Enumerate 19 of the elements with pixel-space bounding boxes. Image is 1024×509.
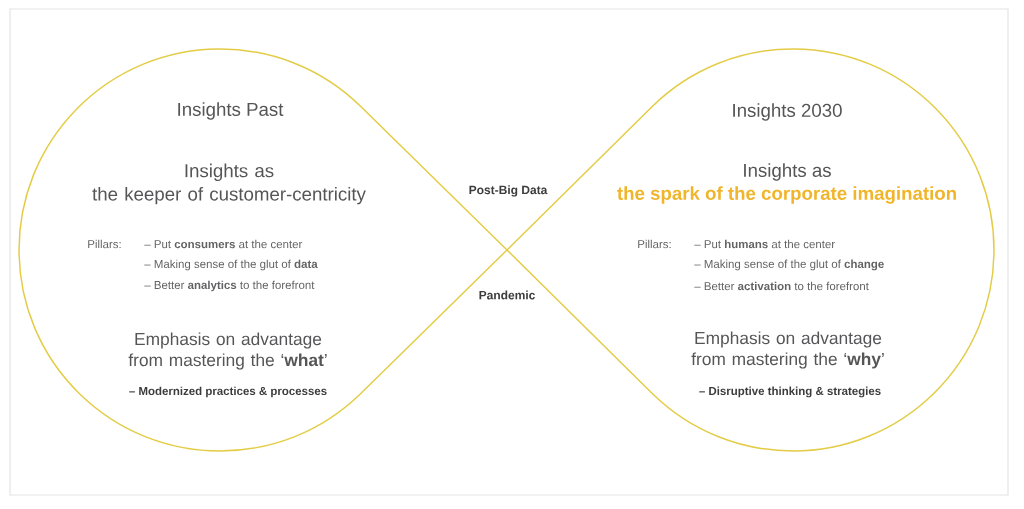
list-item: – Making sense of the glut of data (144, 259, 318, 271)
list-item: – Put consumers at the center (144, 239, 303, 249)
pillars-label: Pillars: (638, 239, 671, 249)
emphasis-text: Emphasis on advantage from mastering the ‘why’ (691, 331, 884, 369)
phase-label: Pandemic (479, 290, 535, 300)
list-item: – Making sense of the glut of change (694, 259, 884, 271)
subheading: Insights as (744, 163, 831, 181)
key-point: – Disruptive thinking & strategies (699, 386, 881, 398)
emphasis-text: Emphasis on advantage from mastering the ‘what’ (128, 332, 327, 370)
heading: Insights 2030 (733, 103, 842, 121)
list-item: – Put humans at the center (694, 239, 835, 249)
key-point: – Modernized practices & processes (129, 386, 327, 398)
list-item: – Better activation to the forefront (694, 281, 869, 291)
subheading: Insights as the keeper of customer-centricity (92, 163, 366, 205)
phase-label: Post-Big Data (469, 185, 548, 197)
pillars-label: Pillars: (88, 239, 121, 249)
heading: Insights Past (178, 102, 284, 120)
highlight-text: the spark of the corporate imagination (617, 186, 956, 204)
list-item: – Better analytics to the forefront (144, 280, 315, 292)
